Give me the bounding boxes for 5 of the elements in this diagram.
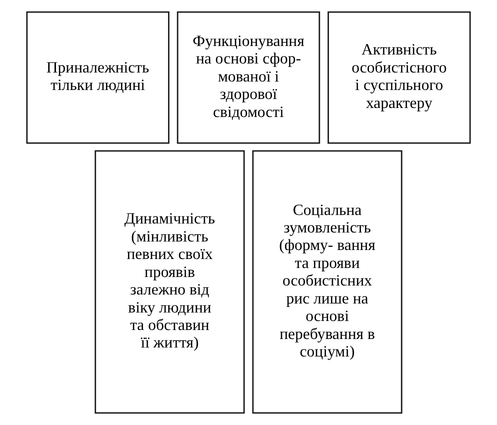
node-box: Приналежність тільки людині [26,11,170,144]
node-box: Функціонування на основі сфор- мованої і здорової свідомості [176,11,320,144]
node-box: Активність особистісного і суспільного характеру [328,11,471,144]
node-box: Соціальна зумовленість (форму- вання та прояви особистісних рис лише на основі перебування в соціумі) [252,150,402,414]
node-box: Динамічність (мінливість певних своїх проявів залежно від віку людини та обставин її життя) [94,150,245,414]
